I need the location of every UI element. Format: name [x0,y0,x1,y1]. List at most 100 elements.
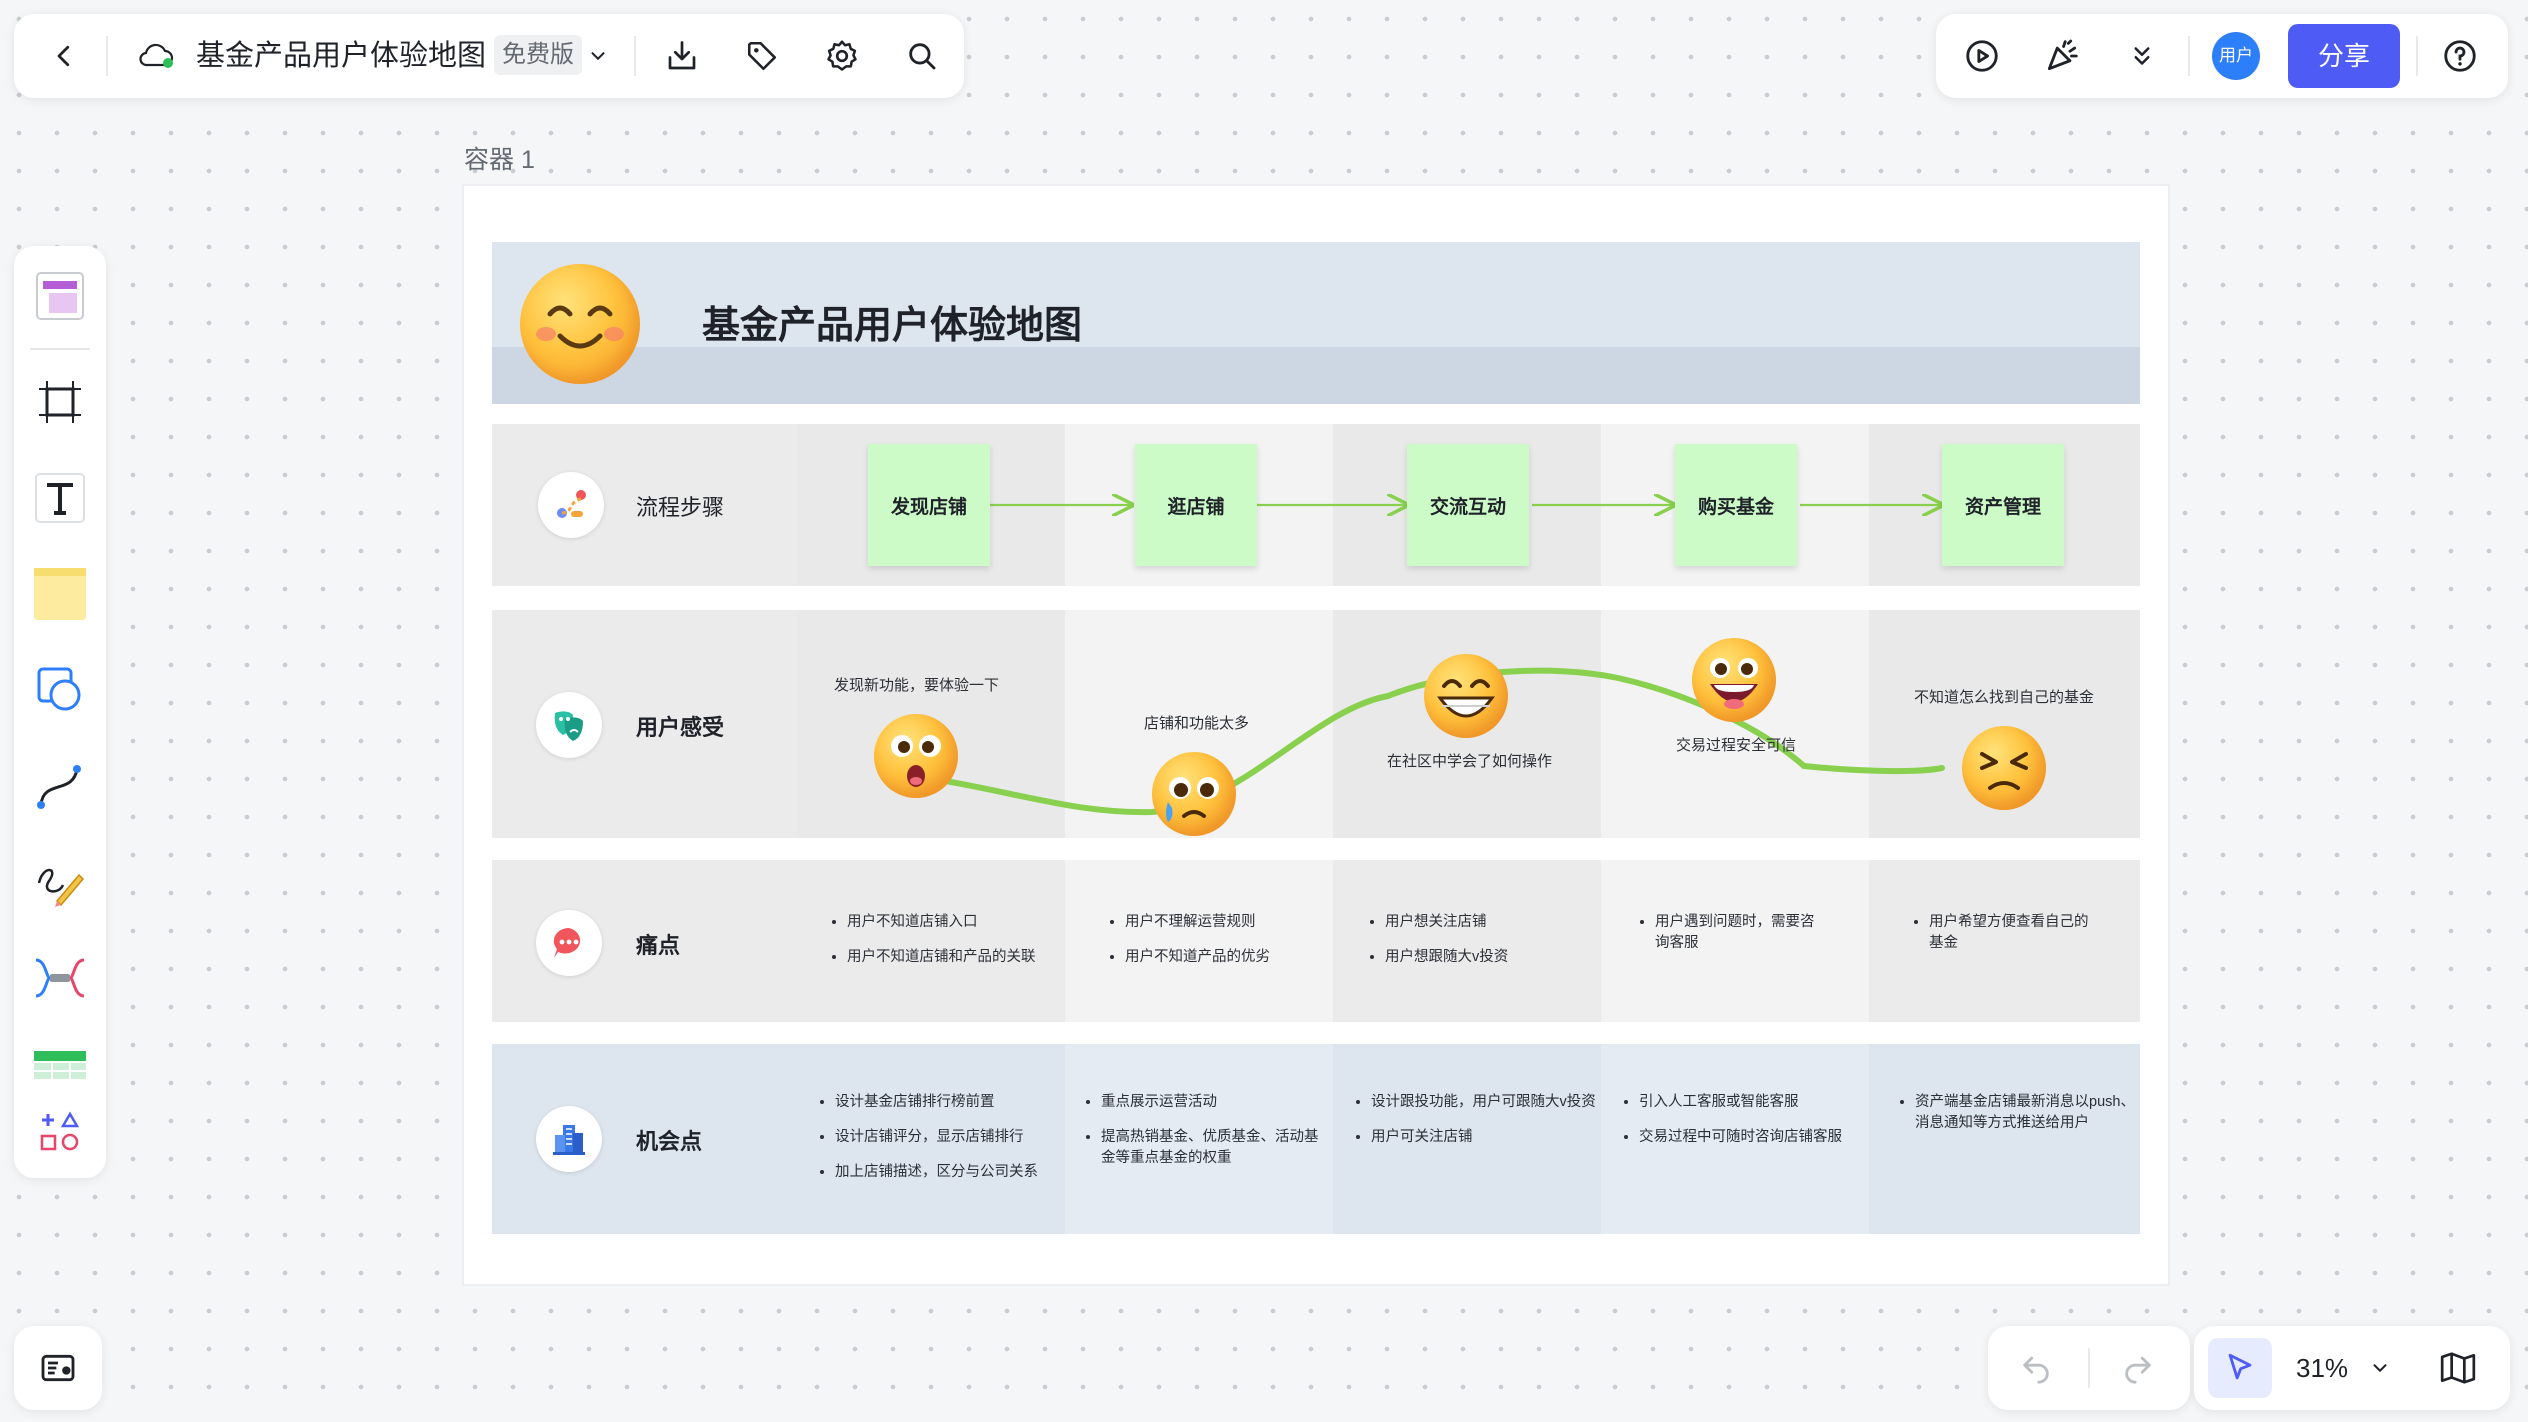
more-shapes-tool[interactable] [30,1102,90,1162]
map-view-button[interactable] [2432,1342,2484,1394]
pain-item[interactable]: 用户不知道店铺和产品的关联 [847,947,1077,968]
opportunity-list: 重点展示运营活动 提高热销基金、优质基金、活动基金等重点基金的权重 [1077,1092,1331,1183]
opportunity-row-header: 机会点 [492,1044,797,1234]
user-avatar[interactable]: 用户 [2212,32,2260,80]
tag-button[interactable] [736,30,788,82]
toolbar-divider [106,36,108,76]
outline-button[interactable] [32,1342,84,1394]
opportunity-cell: 重点展示运营活动 提高热销基金、优质基金、活动基金等重点基金的权重 [1065,1044,1333,1234]
pain-item[interactable]: 用户遇到问题时，需要咨询客服 [1655,912,1815,954]
left-tool-palette [14,246,106,1178]
plan-badge[interactable]: 免费版 [494,35,582,75]
opportunity-item[interactable]: 引入人工客服或智能客服 [1639,1092,1869,1113]
pain-list: 用户不知道店铺入口 用户不知道店铺和产品的关联 [823,912,1077,982]
opportunity-item[interactable]: 重点展示运营活动 [1101,1092,1331,1113]
opportunity-list: 引入人工客服或智能客服 交易过程中可随时咨询店铺客服 [1615,1092,1869,1162]
search-button[interactable] [896,30,948,82]
opportunity-item[interactable]: 设计店铺评分，显示店铺排行 [835,1127,1083,1148]
pain-list: 用户遇到问题时，需要咨询客服 [1631,912,1815,968]
opportunity-item[interactable]: 提高热销基金、优质基金、活动基金等重点基金的权重 [1101,1127,1331,1169]
pain-item[interactable]: 用户不知道店铺入口 [847,912,1077,933]
tag-icon [745,39,779,73]
pain-cell: 用户想关注店铺 用户想跟随大v投资 [1333,860,1601,1022]
undo-icon [2019,1351,2053,1385]
top-right-toolbar: 用户 分享 [1936,14,2508,98]
frame-icon [35,377,85,427]
feeling-note[interactable]: 不知道怎么找到自己的基金 [1914,686,2094,707]
zoom-level[interactable]: 31% [2296,1348,2348,1388]
opportunity-item[interactable]: 用户可关注店铺 [1371,1127,1601,1148]
step-card[interactable]: 发现店铺 [868,444,990,566]
help-icon [2441,37,2479,75]
shape-tool[interactable] [30,660,90,720]
download-button[interactable] [656,30,708,82]
opportunity-list: 设计跟投功能，用户可跟随大v投资 用户可关注店铺 [1347,1092,1601,1162]
opportunity-item[interactable]: 加上店铺描述，区分与公司关系 [835,1162,1083,1183]
more-tools-button[interactable] [2116,30,2168,82]
chevron-down-icon [587,45,609,67]
chevron-down-icon [2369,1357,2391,1379]
mindmap-tool[interactable] [30,948,90,1008]
toolbar-divider [2088,1348,2090,1388]
sticky-note-icon [32,566,88,622]
step-card[interactable]: 逛店铺 [1135,444,1257,566]
crying-face-icon [1152,752,1236,836]
toolbar-divider [634,36,636,76]
toolbar-divider [2416,36,2418,76]
undo-button[interactable] [2010,1342,2062,1394]
map-title[interactable]: 基金产品用户体验地图 [702,294,1082,349]
pen-tool[interactable] [30,852,90,912]
cloud-synced-icon [136,36,176,76]
sticky-note-tool[interactable] [30,564,90,624]
opportunity-item[interactable]: 交易过程中可随时咨询店铺客服 [1639,1127,1869,1148]
connector-tool[interactable] [30,756,90,816]
pain-cell: 用户遇到问题时，需要咨询客服 [1601,860,1869,1022]
feeling-note[interactable]: 发现新功能，要体验一下 [834,674,999,695]
step-card[interactable]: 资产管理 [1942,444,2064,566]
container-frame[interactable]: 基金产品用户体验地图 流程步骤 发现店铺 逛店铺 交流互动 购买基金 资产管理 [464,186,2168,1284]
select-tool-button[interactable] [2208,1338,2272,1398]
template-tool[interactable] [30,266,90,326]
help-button[interactable] [2434,30,2486,82]
pain-list: 用户希望方便查看自己的基金 [1905,912,2089,968]
feeling-note[interactable]: 交易过程安全可信 [1676,734,1796,755]
steps-row: 流程步骤 发现店铺 逛店铺 交流互动 购买基金 资产管理 [492,424,2140,586]
pain-item[interactable]: 用户不理解运营规则 [1125,912,1345,933]
pain-item[interactable]: 用户希望方便查看自己的基金 [1929,912,2089,954]
celebrate-button[interactable] [2036,30,2088,82]
opportunity-row-label[interactable]: 机会点 [636,1124,702,1156]
frame-tool[interactable] [30,372,90,432]
book-map-icon [2439,1349,2477,1387]
opportunity-item[interactable]: 设计基金店铺排行榜前置 [835,1092,1083,1113]
pain-item[interactable]: 用户想关注店铺 [1385,912,1605,933]
text-tool[interactable] [30,468,90,528]
zoom-dropdown[interactable] [2364,1352,2396,1384]
back-button[interactable] [36,28,92,84]
pain-item[interactable]: 用户想跟随大v投资 [1385,947,1605,968]
feeling-note[interactable]: 店铺和功能太多 [1144,712,1249,733]
opportunity-item[interactable]: 设计跟投功能，用户可跟随大v投资 [1371,1092,1601,1113]
opportunity-cell: 设计基金店铺排行榜前置 设计店铺评分，显示店铺排行 加上店铺描述，区分与公司关系 [797,1044,1065,1234]
smiling-face-icon [520,264,640,384]
doc-title[interactable]: 基金产品用户体验地图 [196,36,486,76]
redo-icon [2121,1351,2155,1385]
toolbar-divider [2188,36,2190,76]
redo-button[interactable] [2112,1342,2164,1394]
step-card[interactable]: 交流互动 [1407,444,1529,566]
doc-menu-dropdown[interactable] [582,40,614,72]
present-button[interactable] [1956,30,2008,82]
share-button[interactable]: 分享 [2288,24,2400,88]
history-panel [1988,1326,2190,1410]
container-label[interactable]: 容器 1 [464,140,535,176]
step-card[interactable]: 购买基金 [1675,444,1797,566]
pain-item[interactable]: 用户不知道产品的优劣 [1125,947,1345,968]
settings-button[interactable] [816,30,868,82]
pen-scribble-icon [33,855,87,909]
opportunity-list: 设计基金店铺排行榜前置 设计店铺评分，显示店铺排行 加上店铺描述，区分与公司关系 [811,1092,1083,1197]
opportunities-row: 机会点 设计基金店铺排行榜前置 设计店铺评分，显示店铺排行 加上店铺描述，区分与… [492,1044,2140,1234]
pain-row-label[interactable]: 痛点 [636,928,680,960]
pointer-icon [2223,1351,2257,1385]
table-tool[interactable] [30,1044,90,1086]
feeling-note[interactable]: 在社区中学会了如何操作 [1387,750,1552,771]
opportunity-item[interactable]: 资产端基金店铺最新消息以push、消息通知等方式推送给用户 [1915,1092,2139,1134]
